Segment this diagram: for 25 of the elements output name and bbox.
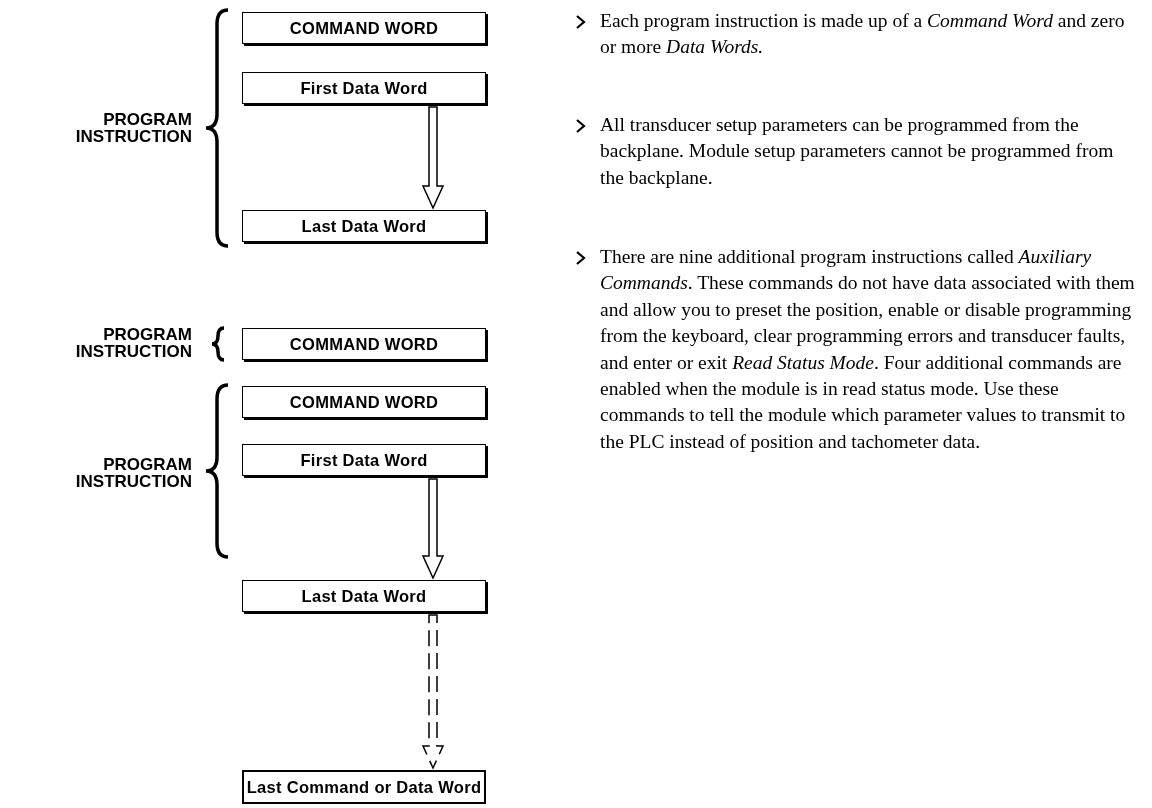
word-label: Last Command or Data Word xyxy=(246,777,482,797)
word-label: Last Data Word xyxy=(301,216,427,236)
instruction-label: PROGRAM INSTRUCTION xyxy=(74,111,192,145)
word-label: First Data Word xyxy=(300,78,428,98)
word-box xyxy=(242,580,486,612)
word-label: Last Data Word xyxy=(301,586,427,606)
word-box xyxy=(242,12,486,44)
word-label: First Data Word xyxy=(300,450,428,470)
dashed-hollow-arrow xyxy=(421,614,445,770)
word-box xyxy=(242,72,486,104)
word-box xyxy=(242,328,486,360)
word-box xyxy=(242,386,486,418)
hollow-arrow xyxy=(421,106,445,210)
bullet-text: There are nine additional program instructions called Auxiliary Commands. These commands do not have data associated with them and allow you to preset the position, enable or disable programming from the keyboard, clear programming errors and transducer faults, and enter or exit Read Status Mode. Four additional commands are enabled when the module is in read status mode. Use these commands to tell the module which parameter values to transmit to the PLC instead of position and tachometer data. xyxy=(600,245,1135,454)
bullet-text: All transducer setup parameters can be programmed from the backplane. Module setup parameters cannot be programmed from the backplane. xyxy=(600,113,1115,190)
word-label: COMMAND WORD xyxy=(289,392,439,412)
hollow-arrow xyxy=(421,478,445,580)
word-box xyxy=(242,444,486,476)
word-box xyxy=(242,770,486,804)
word-label: COMMAND WORD xyxy=(289,18,439,38)
word-box xyxy=(242,210,486,242)
bullet-text: Each program instruction is made up of a Command Word and zero or more Data Words. xyxy=(600,9,1126,60)
instruction-label: PROGRAM INSTRUCTION xyxy=(74,456,192,490)
word-label: COMMAND WORD xyxy=(289,334,439,354)
instruction-label: PROGRAM INSTRUCTION xyxy=(74,326,192,360)
